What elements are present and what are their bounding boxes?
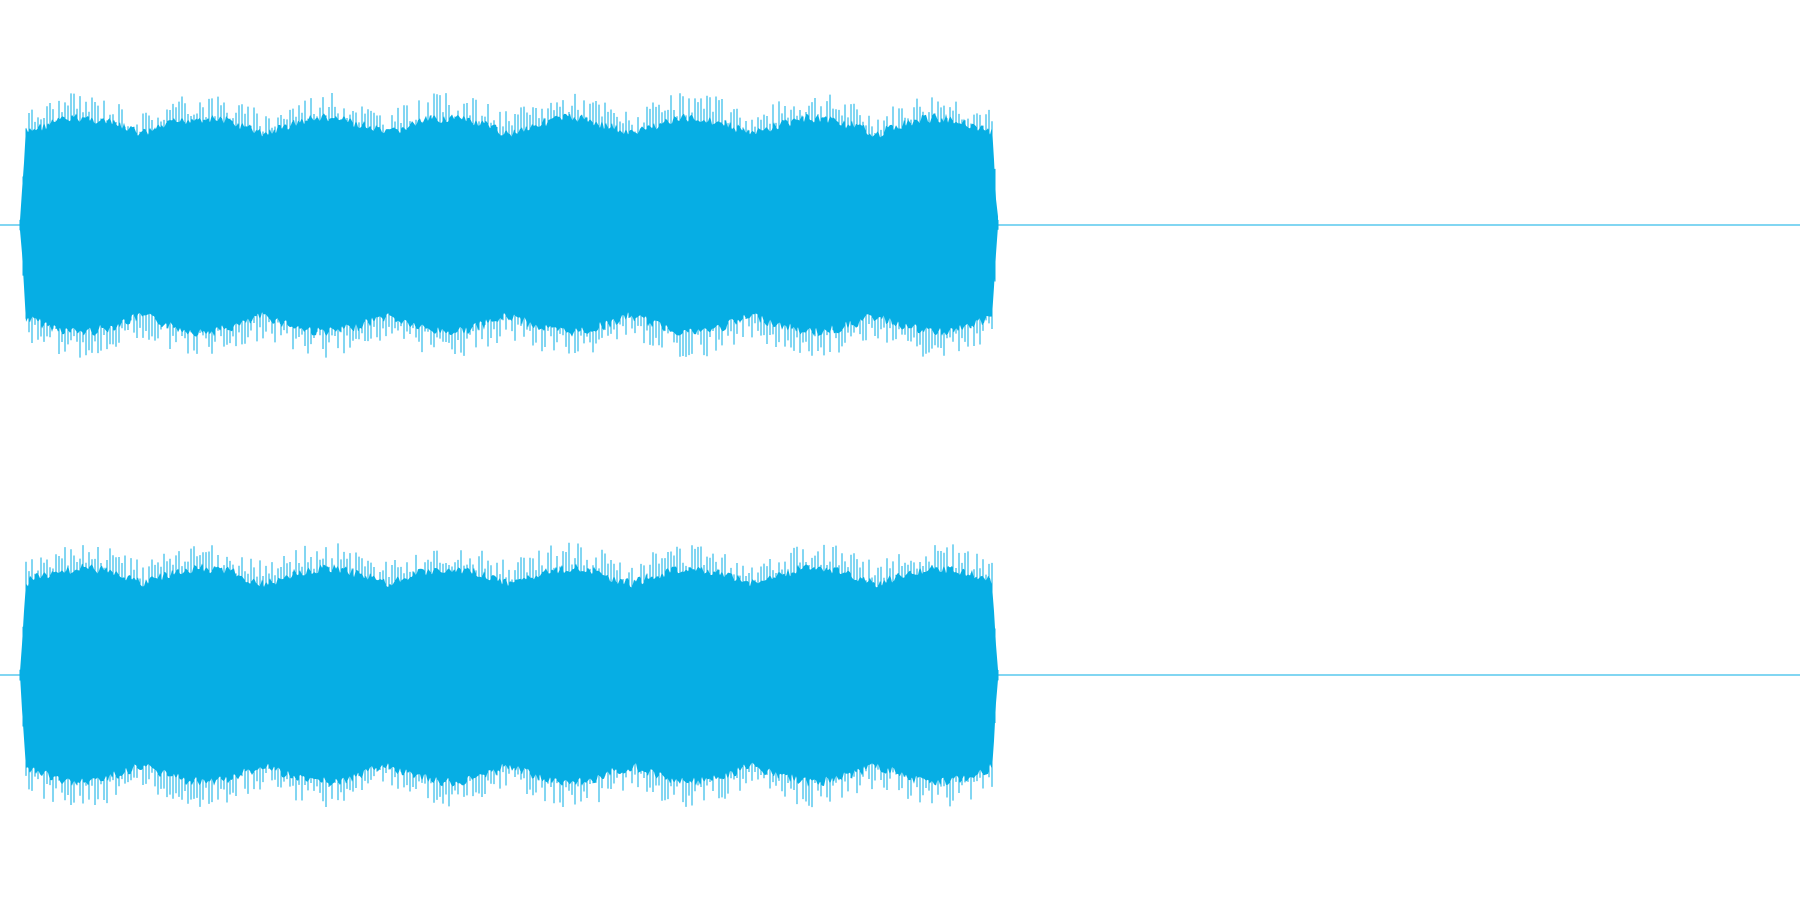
channel-right-spikes [19, 542, 999, 808]
channel-left-track [0, 93, 1800, 358]
channel-left-spikes [19, 93, 999, 358]
channel-right-waveform [0, 542, 1800, 808]
channel-left-waveform [0, 93, 1800, 358]
channel-right-track [0, 450, 1800, 900]
